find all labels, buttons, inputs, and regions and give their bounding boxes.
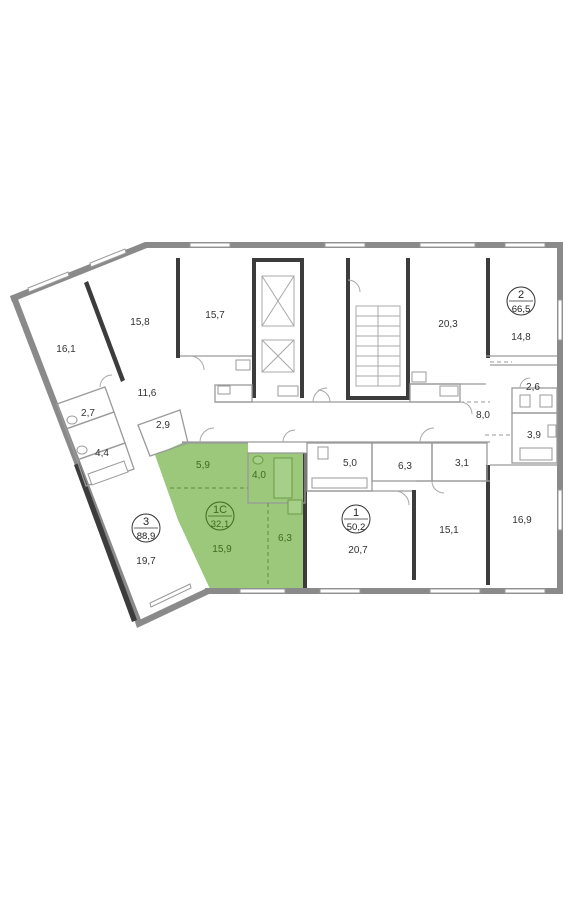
apartment-area-2: 66,5 bbox=[512, 304, 531, 315]
elevators bbox=[261, 275, 295, 373]
apartment-number-1: 1 bbox=[353, 507, 359, 519]
interior-dark-walls bbox=[74, 258, 490, 622]
apartment-number-3: 3 bbox=[143, 516, 149, 528]
room-area-2-6: 2,6 bbox=[526, 382, 540, 393]
room-area-6-3: 6,3 bbox=[398, 461, 412, 472]
apartment-badge-3[interactable]: 3 88,9 bbox=[131, 513, 161, 543]
room-area-19-7: 19,7 bbox=[136, 556, 156, 567]
apartment-badge-1c[interactable]: 1C 32,1 bbox=[205, 501, 235, 531]
dashed-lines bbox=[170, 361, 512, 585]
outer-walls bbox=[10, 242, 563, 628]
apartment-area-1c: 32,1 bbox=[211, 519, 230, 530]
room-area-15-7: 15,7 bbox=[205, 310, 225, 321]
apartment-area-1: 50,2 bbox=[347, 522, 366, 533]
room-area-5-0: 5,0 bbox=[343, 458, 357, 469]
room-area-2-9: 2,9 bbox=[156, 420, 170, 431]
room-area-20-3: 20,3 bbox=[438, 319, 458, 330]
room-area-15-1: 15,1 bbox=[439, 525, 459, 536]
apartment-area-3: 88,9 bbox=[137, 531, 156, 542]
apartment-badge-1[interactable]: 1 50,2 bbox=[341, 504, 371, 534]
room-labels: 16,1 15,8 15,7 20,3 14,8 11,6 2,7 2,9 4,… bbox=[56, 310, 541, 567]
room-area-6-3-green: 6,3 bbox=[278, 533, 292, 544]
staircase bbox=[355, 305, 401, 387]
room-area-15-9: 15,9 bbox=[212, 544, 232, 555]
room-area-8-0: 8,0 bbox=[476, 410, 490, 421]
doors bbox=[99, 279, 531, 506]
apartment-badge-2[interactable]: 2 66,5 bbox=[506, 286, 536, 316]
room-area-4-4: 4,4 bbox=[95, 448, 109, 459]
room-area-20-7: 20,7 bbox=[348, 545, 368, 556]
apartment-number-1c: 1C bbox=[213, 504, 227, 516]
room-area-16-1: 16,1 bbox=[56, 344, 76, 355]
room-area-3-9: 3,9 bbox=[527, 430, 541, 441]
room-area-3-1: 3,1 bbox=[455, 458, 469, 469]
room-area-2-7: 2,7 bbox=[81, 408, 95, 419]
room-area-4-0: 4,0 bbox=[252, 470, 266, 481]
room-area-14-8: 14,8 bbox=[511, 332, 531, 343]
fixtures bbox=[66, 359, 557, 515]
windows bbox=[27, 242, 563, 608]
room-area-16-9: 16,9 bbox=[512, 515, 532, 526]
room-partitions bbox=[56, 355, 558, 504]
room-area-11-6: 11,6 bbox=[138, 388, 157, 399]
apartment-number-2: 2 bbox=[518, 289, 524, 301]
room-area-15-8: 15,8 bbox=[130, 317, 150, 328]
room-area-5-9: 5,9 bbox=[196, 460, 210, 471]
